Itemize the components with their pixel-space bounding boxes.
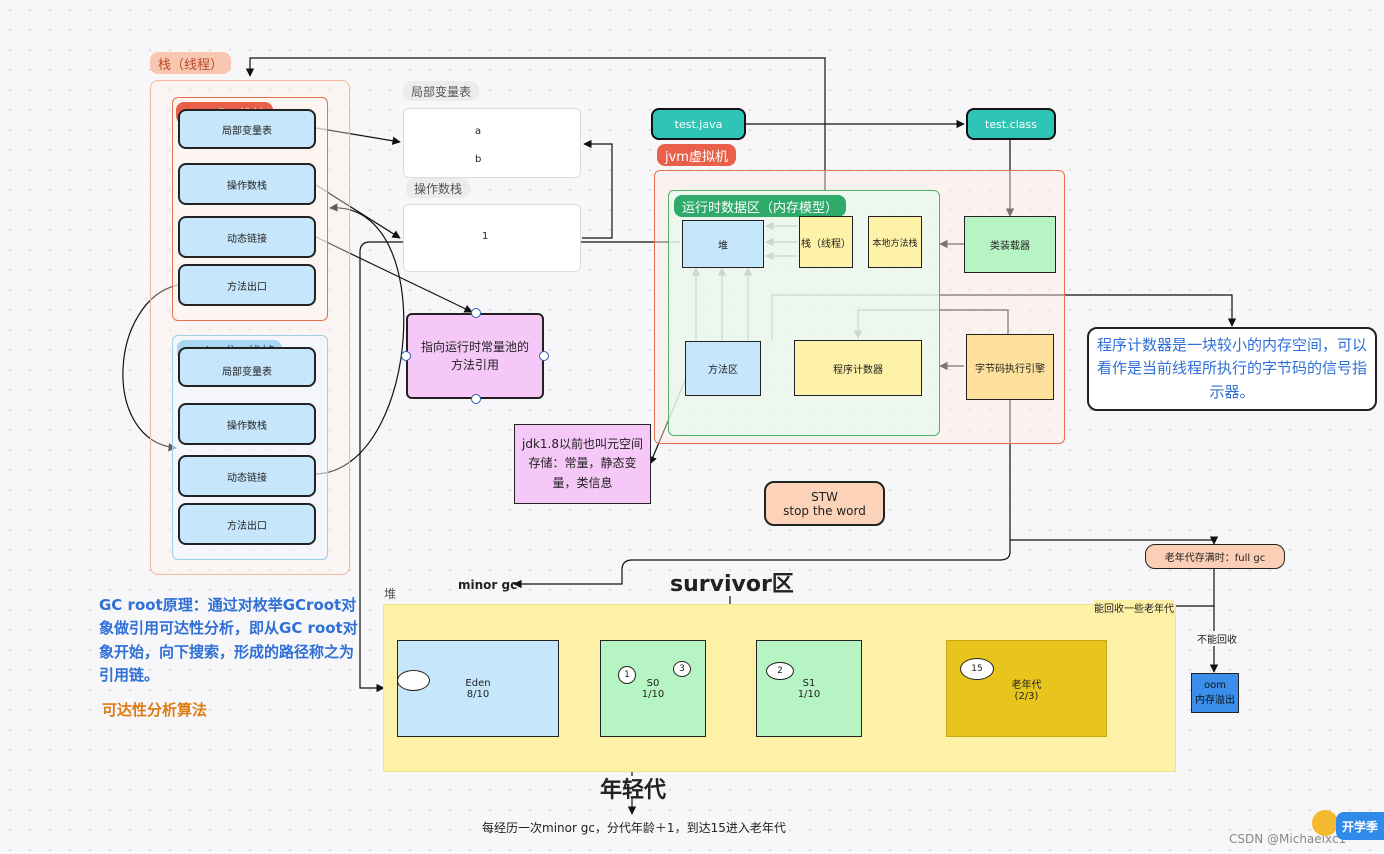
heap-section-label: 堆 [384,587,397,601]
survivor-title: survivor区 [670,572,794,597]
main-local-vars: 局部变量表 [178,347,316,387]
mascot-icon [1312,810,1338,836]
old-gen-name: 老年代 [1011,679,1042,691]
stw-label: STW [811,489,838,504]
gc-root-note: GC root原理：通过对枚举GCroot对象做引用可达性分析，即从GC roo… [99,596,358,684]
old-gen-box: 老年代 (2/3) [946,640,1107,737]
operand-value: 1 [482,231,489,242]
add-method-exit: 方法出口 [178,264,316,306]
stack-group-title: 栈（线程） [150,52,232,74]
method-area-box: 方法区 [685,341,761,396]
eden-object [397,670,430,691]
oom-box: oom 内存溢出 [1191,673,1239,713]
local-var-a: a [475,126,482,137]
oom-label: oom [1204,680,1226,691]
const-pool-ref: 指向运行时常量池的方法引用 [406,313,544,399]
metaspace-note: jdk1.8以前也叫元空间 存储：常量，静态变量，类信息 [514,424,651,504]
s0-box: S0 1/10 [600,640,706,737]
pc-note: 程序计数器是一块较小的内存空间，可以看作是当前线程所执行的字节码的信号指示器。 [1087,327,1377,411]
operand-stack-box [403,204,581,272]
jvm-title: jvm虚拟机 [657,144,736,166]
add-local-vars: 局部变量表 [178,109,316,149]
oom-subtitle: 内存溢出 [1195,695,1235,706]
minor-gc-label: minor gc [458,578,518,592]
native-stack-box: 本地方法栈 [868,216,922,268]
local-var-b: b [475,154,482,165]
eden-name: Eden [465,677,491,689]
main-method-exit: 方法出口 [178,503,316,545]
main-dynamic-link: 动态链接 [178,455,316,497]
stw-subtitle: stop the word [783,503,866,518]
add-operand-stack: 操作数栈 [178,163,316,205]
young-title: 年轻代 [600,778,667,803]
stw-box: STW stop the word [764,481,885,526]
age-mark-1: 1 [618,666,636,684]
test-class: test.class [966,108,1056,140]
eden-ratio: 8/10 [466,688,490,700]
exec-engine-box: 字节码执行引擎 [966,334,1054,400]
s1-ratio: 1/10 [797,688,821,700]
s0-name: S0 [646,677,660,689]
add-dynamic-link: 动态链接 [178,216,316,258]
handle-left [401,351,411,361]
s0-ratio: 1/10 [641,688,665,700]
main-operand-stack: 操作数栈 [178,403,316,445]
handle-right [539,351,549,361]
operand-stack-title: 操作数栈 [406,178,471,198]
test-java: test.java [651,108,746,140]
local-vars-box [403,108,581,178]
handle-top [471,308,481,318]
age-mark-3: 3 [673,661,691,677]
heap-box: 堆 [682,220,764,268]
s1-name: S1 [802,677,816,689]
cannot-reclaim-label: 不能回收 [1197,631,1237,646]
can-reclaim-label: 能回收一些老年代 [1094,600,1174,615]
class-loader-box: 类装载器 [964,216,1056,273]
promo-badge[interactable]: 开学季 [1336,812,1384,840]
age-mark-15: 15 [960,658,994,680]
young-note: 每经历一次minor gc，分代年龄＋1，到达15进入老年代 [482,821,786,835]
csdn-watermark: CSDN @Michaelxc1 [1229,832,1347,846]
full-gc-box: 老年代存满时：full gc [1145,544,1285,569]
stack-box: 栈（线程） [799,216,853,268]
handle-bottom [471,394,481,404]
pc-box: 程序计数器 [794,340,922,396]
runtime-area-title: 运行时数据区（内存模型） [674,195,847,217]
reachability-label: 可达性分析算法 [102,701,208,719]
s1-box: S1 1/10 [756,640,862,737]
age-mark-2: 2 [766,662,794,680]
local-vars-title: 局部变量表 [403,81,480,101]
old-gen-ratio: (2/3) [1014,690,1039,702]
